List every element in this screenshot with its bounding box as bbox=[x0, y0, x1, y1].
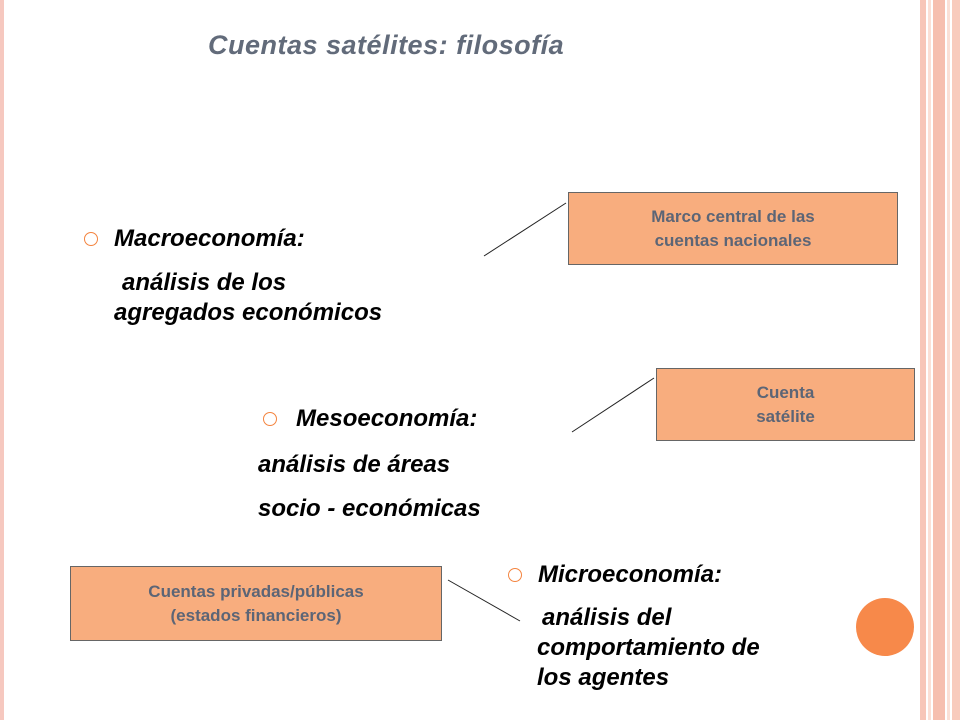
meso-heading: Mesoeconomía: bbox=[296, 405, 478, 432]
private-public-accounts-box: Cuentas privadas/públicas (estados finan… bbox=[70, 566, 442, 641]
bullet-marker-icon bbox=[508, 568, 522, 582]
right-stripe-5 bbox=[952, 0, 960, 720]
bullet-marker-icon bbox=[84, 232, 98, 246]
bullet-marker-icon bbox=[263, 412, 277, 426]
satellite-account-box: Cuenta satélite bbox=[656, 368, 915, 441]
micro-line-2: comportamiento de bbox=[537, 634, 760, 661]
slide-title: Cuentas satélites: filosofía bbox=[208, 30, 565, 60]
meso-line-2: socio - económicas bbox=[258, 495, 481, 522]
private-public-accounts-label: Cuentas privadas/públicas (estados finan… bbox=[148, 581, 364, 625]
macro-line-2: agregados económicos bbox=[114, 299, 383, 326]
connector-line-private bbox=[447, 579, 521, 622]
central-framework-box: Marco central de las cuentas nacionales bbox=[568, 192, 898, 265]
right-stripe-4 bbox=[947, 0, 950, 720]
micro-line-3: los agentes bbox=[537, 664, 670, 691]
right-stripe-2 bbox=[928, 0, 931, 720]
meso-line-1: análisis de áreas bbox=[258, 451, 451, 478]
macro-heading: Macroeconomía: bbox=[114, 225, 305, 252]
micro-heading: Microeconomía: bbox=[538, 561, 723, 588]
micro-line-1: análisis del bbox=[542, 604, 672, 631]
connector-line-central bbox=[483, 202, 567, 257]
satellite-account-label: Cuenta satélite bbox=[756, 382, 815, 426]
macro-line-1: análisis de los bbox=[122, 269, 287, 296]
right-stripe-1 bbox=[920, 0, 926, 720]
decorative-circle bbox=[856, 598, 914, 656]
central-framework-label: Marco central de las cuentas nacionales bbox=[651, 206, 815, 250]
slide-left-border bbox=[0, 0, 4, 720]
right-stripe-3 bbox=[933, 0, 945, 720]
connector-line-satellite bbox=[571, 377, 655, 433]
